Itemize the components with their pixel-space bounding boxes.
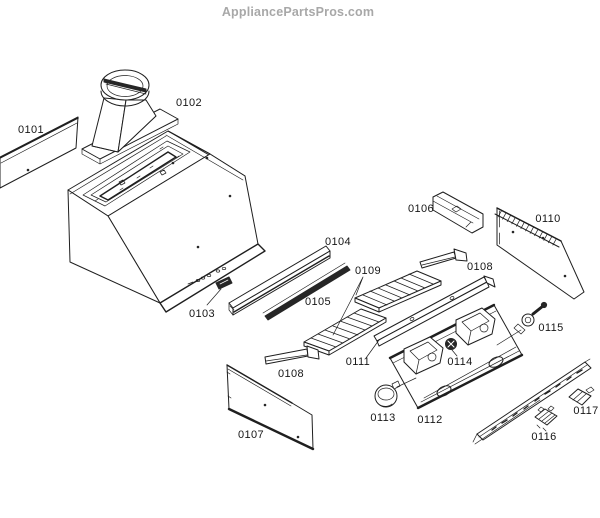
part-0113-lamp-lens: 0113 [370,377,417,424]
part-label-0112: 0112 [417,414,442,426]
part-0112-bottom-panel: 0112 [388,303,524,426]
part-label-0115: 0115 [538,322,563,334]
hood-control-buttons [187,266,227,285]
part-0116-clip: 0116 [531,405,558,443]
part-0109-grease-filters: 0109 [303,265,442,356]
part-label-0106: 0106 [408,203,434,215]
part-0101-back-panel: 0101 [0,116,79,189]
part-0105-trim-strip: 0105 [262,262,351,321]
part-label-0108-right: 0108 [467,261,493,273]
part-0104-channel-rail: 0104 [228,236,351,316]
part-label-0107: 0107 [238,429,264,441]
mounting-rail [472,358,592,445]
part-0103-switch: 0103 [189,276,233,320]
part-label-0111: 0111 [346,356,370,368]
part-0107-side-panel: 0107 [226,364,315,451]
part-label-0102: 0102 [176,97,202,109]
part-label-0110: 0110 [535,213,560,225]
part-0102-duct-transition: 0102 [81,69,202,165]
part-label-0105: 0105 [305,296,331,308]
part-label-0117: 0117 [573,405,598,417]
part-0111-support-rail: 0111 [346,275,496,368]
part-0110-side-panel: 0110 [494,207,585,300]
part-label-0116: 0116 [531,431,556,443]
hood-body [67,130,266,313]
part-label-0109: 0109 [355,265,381,277]
part-0115-clip: 0115 [496,301,563,346]
part-label-0101: 0101 [18,124,44,136]
part-0114-knob: 0114 [445,338,472,368]
part-0106-bracket: 0106 [408,191,484,234]
part-0117-clip: 0117 [568,386,598,417]
part-label-0104: 0104 [325,236,351,248]
part-0108-handle-left: 0108 [264,345,320,380]
part-label-0103: 0103 [189,308,215,320]
part-0108-handle-right: 0108 [419,248,493,273]
part-label-0108-left: 0108 [278,368,304,380]
watermark-text: AppliancePartsPros.com [222,5,374,19]
part-label-0113: 0113 [370,412,395,424]
part-label-0114: 0114 [447,356,472,368]
